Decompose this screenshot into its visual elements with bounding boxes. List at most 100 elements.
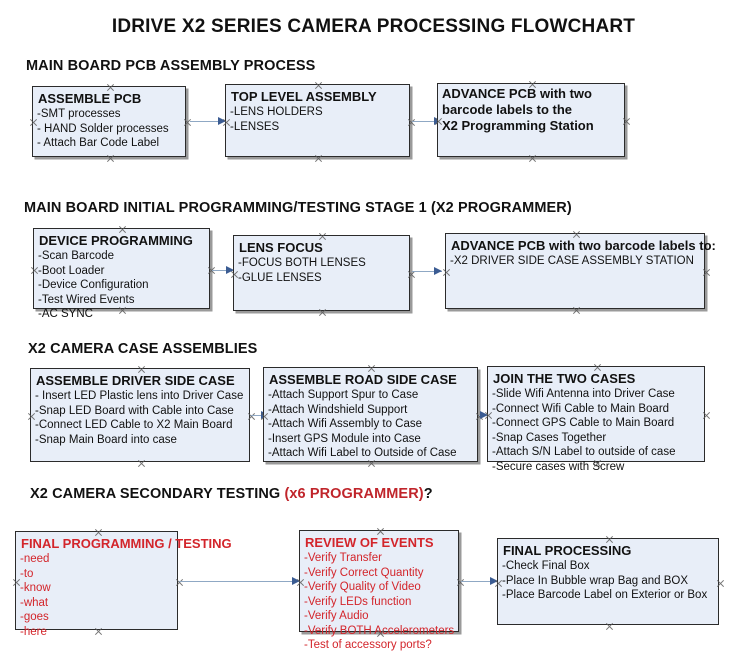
connection-handle[interactable] bbox=[376, 629, 385, 638]
box-join-the-two-cases-line: -Secure cases with Screw bbox=[492, 460, 625, 473]
box-top-level-assembly-header: TOP LEVEL ASSEMBLY bbox=[231, 89, 377, 104]
box-advance-pcb-driver-side-station-line: -X2 DRIVER SIDE CASE ASSEMBLY STATION bbox=[450, 255, 694, 267]
connection-handle[interactable] bbox=[528, 154, 537, 163]
box-assemble-driver-side-case-line: -Snap Main Board into case bbox=[35, 433, 177, 446]
connection-handle[interactable] bbox=[605, 622, 614, 631]
connection-handle[interactable] bbox=[260, 412, 269, 421]
box-lens-focus-header: LENS FOCUS bbox=[239, 240, 323, 255]
box-assemble-road-side-case-line: -Attach Support Spur to Case bbox=[268, 389, 419, 401]
connection-handle[interactable] bbox=[702, 268, 711, 277]
section-heading-main-board-initial-programming: MAIN BOARD INITIAL PROGRAMMING/TESTING S… bbox=[24, 200, 572, 216]
box-device-programming-line: -Device Configuration bbox=[38, 279, 149, 291]
connection-handle[interactable] bbox=[296, 578, 305, 587]
box-assemble-pcb-line: -SMT processes bbox=[37, 108, 121, 120]
box-advance-pcb-driver-side-station-header: ADVANCE PCB with two barcode labels to: bbox=[451, 238, 716, 253]
box-assemble-driver-side-case[interactable]: ASSEMBLE DRIVER SIDE CASE - Insert LED P… bbox=[30, 368, 250, 462]
box-device-programming[interactable]: DEVICE PROGRAMMING -Scan Barcode -Boot L… bbox=[30, 225, 210, 320]
box-final-processing-line: -Place Barcode Label on Exterior or Box bbox=[502, 589, 708, 601]
connection-handle[interactable] bbox=[484, 411, 493, 420]
box-assemble-road-side-case[interactable]: ASSEMBLE ROAD SIDE CASE -Attach Support … bbox=[263, 367, 478, 462]
box-final-processing-line: -Check Final Box bbox=[502, 560, 590, 572]
box-review-of-events[interactable]: REVIEW OF EVENTS -Verify Transfer -Verif… bbox=[296, 527, 459, 651]
connection-handle[interactable] bbox=[376, 527, 385, 536]
connection-handle[interactable] bbox=[434, 117, 443, 126]
connection-handle[interactable] bbox=[572, 306, 581, 315]
connection-handle[interactable] bbox=[94, 627, 103, 636]
box-advance-pcb-driver-side-station[interactable]: ADVANCE PCB with two barcode labels to: … bbox=[442, 230, 716, 309]
connection-handle[interactable] bbox=[247, 412, 256, 421]
connection-handle[interactable] bbox=[106, 83, 115, 92]
box-final-programming-testing-header: FINAL PROGRAMMING / TESTING bbox=[21, 536, 232, 551]
box-advance-pcb-programming-station-line: X2 Programming Station bbox=[442, 118, 594, 133]
connection-handle[interactable] bbox=[593, 363, 602, 372]
connection-handle[interactable] bbox=[106, 154, 115, 163]
connection-handle[interactable] bbox=[605, 535, 614, 544]
connection-handle[interactable] bbox=[314, 154, 323, 163]
box-join-the-two-cases-line: -Connect Wifi Cable to Main Board bbox=[492, 402, 670, 415]
box-final-programming-testing-line: -know bbox=[20, 582, 51, 594]
connection-handle[interactable] bbox=[12, 578, 21, 587]
connection-handle[interactable] bbox=[456, 578, 465, 587]
arrow-head-icon bbox=[434, 267, 442, 275]
connection-handle[interactable] bbox=[29, 118, 38, 127]
page-title: IDRIVE X2 SERIES CAMERA PROCESSING FLOWC… bbox=[111, 16, 636, 37]
box-advance-pcb-programming-station-line: barcode labels to the bbox=[442, 102, 573, 117]
connector-top-level-to-advance-pcb bbox=[412, 121, 442, 122]
connector-lens-focus-to-advance-pcb-driver bbox=[412, 271, 442, 272]
connection-handle[interactable] bbox=[442, 268, 451, 277]
connector-final-programming-to-review-events bbox=[179, 581, 301, 582]
connection-handle[interactable] bbox=[27, 412, 36, 421]
box-join-the-two-cases-line: -Connect GPS Cable to Main Board bbox=[492, 417, 675, 429]
connector-device-programming-to-lens-focus bbox=[212, 270, 234, 271]
connection-handle[interactable] bbox=[183, 118, 192, 127]
box-assemble-driver-side-case-line: - Insert LED Plastic lens into Driver Ca… bbox=[35, 390, 244, 402]
section-heading-x2-camera-case-assemblies: X2 CAMERA CASE ASSEMBLIES bbox=[28, 341, 258, 357]
connection-handle[interactable] bbox=[593, 459, 602, 468]
connection-handle[interactable] bbox=[118, 306, 127, 315]
box-assemble-driver-side-case-line: -Connect LED Cable to X2 Main Board bbox=[35, 419, 233, 431]
box-final-processing-line: -Place In Bubble wrap Bag and BOX bbox=[502, 574, 689, 587]
box-lens-focus-line: -GLUE LENSES bbox=[238, 271, 322, 284]
connection-handle[interactable] bbox=[528, 80, 537, 89]
box-join-the-two-cases[interactable]: JOIN THE TWO CASES -Slide Wifi Antenna i… bbox=[484, 363, 705, 473]
section-heading-text: X2 CAMERA SECONDARY TESTING bbox=[30, 486, 285, 502]
connection-handle[interactable] bbox=[318, 232, 327, 241]
connection-handle[interactable] bbox=[137, 365, 146, 374]
connection-handle[interactable] bbox=[622, 117, 631, 126]
box-lens-focus-line: -FOCUS BOTH LENSES bbox=[238, 257, 366, 269]
box-review-of-events-line: -Verify Audio bbox=[304, 610, 369, 622]
box-review-of-events-line: -Verify Correct Quantity bbox=[304, 566, 424, 579]
box-lens-focus[interactable]: LENS FOCUS -FOCUS BOTH LENSES -GLUE LENS… bbox=[233, 235, 410, 311]
connection-handle[interactable] bbox=[222, 118, 231, 127]
connection-handle[interactable] bbox=[702, 411, 711, 420]
box-final-processing[interactable]: FINAL PROCESSING -Check Final Box -Place… bbox=[497, 538, 719, 625]
connection-handle[interactable] bbox=[30, 266, 39, 275]
connector-assemble-pcb-to-top-level bbox=[190, 121, 226, 122]
box-final-programming-testing[interactable]: FINAL PROGRAMMING / TESTING -need -to -k… bbox=[12, 528, 232, 638]
connection-handle[interactable] bbox=[407, 118, 416, 127]
connection-handle[interactable] bbox=[318, 308, 327, 317]
box-top-level-assembly[interactable]: TOP LEVEL ASSEMBLY -LENS HOLDERS -LENSES bbox=[225, 84, 410, 157]
connection-handle[interactable] bbox=[175, 578, 184, 587]
box-device-programming-line: -AC SYNC bbox=[38, 308, 93, 320]
box-top-level-assembly-line: -LENS HOLDERS bbox=[230, 106, 323, 118]
section-heading-tail: ? bbox=[423, 486, 433, 502]
connection-handle[interactable] bbox=[230, 270, 239, 279]
connection-handle[interactable] bbox=[94, 528, 103, 537]
box-final-programming-testing-line: -need bbox=[20, 553, 50, 565]
box-assemble-pcb[interactable]: ASSEMBLE PCB -SMT processes - HAND Solde… bbox=[32, 86, 186, 157]
box-join-the-two-cases-line: -Attach S/N Label to outside of case bbox=[492, 446, 676, 458]
connection-handle[interactable] bbox=[572, 230, 581, 239]
box-assemble-road-side-case-line: -Insert GPS Module into Case bbox=[268, 432, 421, 445]
connection-handle[interactable] bbox=[314, 81, 323, 90]
connection-handle[interactable] bbox=[494, 579, 503, 588]
box-join-the-two-cases-line: -Slide Wifi Antenna into Driver Case bbox=[492, 388, 675, 400]
connection-handle[interactable] bbox=[137, 459, 146, 468]
box-advance-pcb-programming-station[interactable]: ADVANCE PCB with two barcode labels to t… bbox=[437, 83, 625, 157]
connection-handle[interactable] bbox=[118, 225, 127, 234]
connection-handle[interactable] bbox=[367, 364, 376, 373]
box-top-level-assembly-line: -LENSES bbox=[230, 120, 280, 133]
connection-handle[interactable] bbox=[716, 579, 725, 588]
connection-handle[interactable] bbox=[367, 459, 376, 468]
